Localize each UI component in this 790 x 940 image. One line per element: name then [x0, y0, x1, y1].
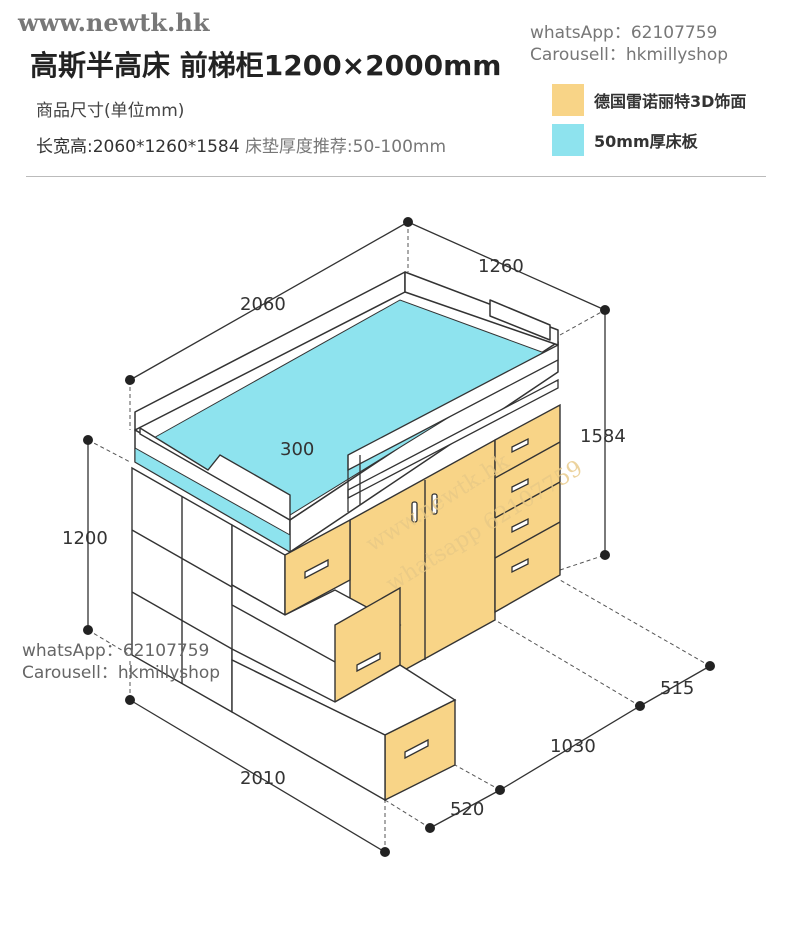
- size-label: 商品尺寸(单位mm): [36, 101, 185, 121]
- mattress-thickness: 床垫厚度推荐:50-100mm: [244, 137, 446, 157]
- dim-bed-height: 1200: [62, 528, 108, 549]
- header-divider: [26, 176, 766, 177]
- watermark-whatsapp-left: whatsApp：62107759: [22, 641, 210, 661]
- watermark-whatsapp: whatsApp：62107759: [530, 23, 718, 43]
- mattress-edge: [134, 447, 291, 553]
- legend-swatch-finish: [552, 84, 584, 116]
- dim-cabinet-depth: 515: [660, 678, 694, 699]
- stair-steps: [231, 518, 457, 802]
- dimension-dots: [83, 217, 715, 857]
- dim-stair-length: 2010: [240, 768, 286, 789]
- legend-swatch-board: [552, 124, 584, 156]
- dim-width: 1260: [478, 256, 524, 277]
- watermark-carousell-left: Carousell：hkmillyshop: [22, 663, 221, 683]
- watermark-contact-left: whatsApp：62107759 Carousell：hkmillyshop: [22, 640, 220, 684]
- legend-item-board: 50mm厚床板: [552, 124, 698, 156]
- dim-length: 2060: [240, 294, 286, 315]
- headboard-front: [139, 426, 291, 522]
- watermark-contact-top: whatsApp：62107759 Carousell：hkmillyshop: [530, 22, 728, 66]
- legend-label-board: 50mm厚床板: [594, 132, 698, 151]
- dimension-lines: [87, 221, 711, 853]
- page-title: 高斯半高床 前梯柜1200×2000mm: [30, 49, 502, 82]
- handles: [411, 437, 529, 574]
- legend-label-finish: 德国雷诺丽特3D饰面: [594, 92, 747, 111]
- dim-height: 1584: [580, 426, 626, 447]
- dimensions-line: 长宽高:2060*1260*1584 床垫厚度推荐:50-100mm: [36, 132, 446, 157]
- guard-rail: [347, 343, 559, 512]
- dim-step-depth: 520: [450, 799, 484, 820]
- legend-item-finish: 德国雷诺丽特3D饰面: [552, 84, 746, 116]
- dim-rail: 300: [280, 439, 314, 460]
- stair-handles: [304, 558, 429, 760]
- dimensions-main: 长宽高:2060*1260*1584: [36, 137, 240, 157]
- extension-lines: [87, 222, 711, 852]
- watermark-site: www.newtk.hk: [18, 8, 210, 37]
- watermark-carousell: Carousell：hkmillyshop: [530, 45, 729, 65]
- dim-cabinet-length: 1030: [550, 736, 596, 757]
